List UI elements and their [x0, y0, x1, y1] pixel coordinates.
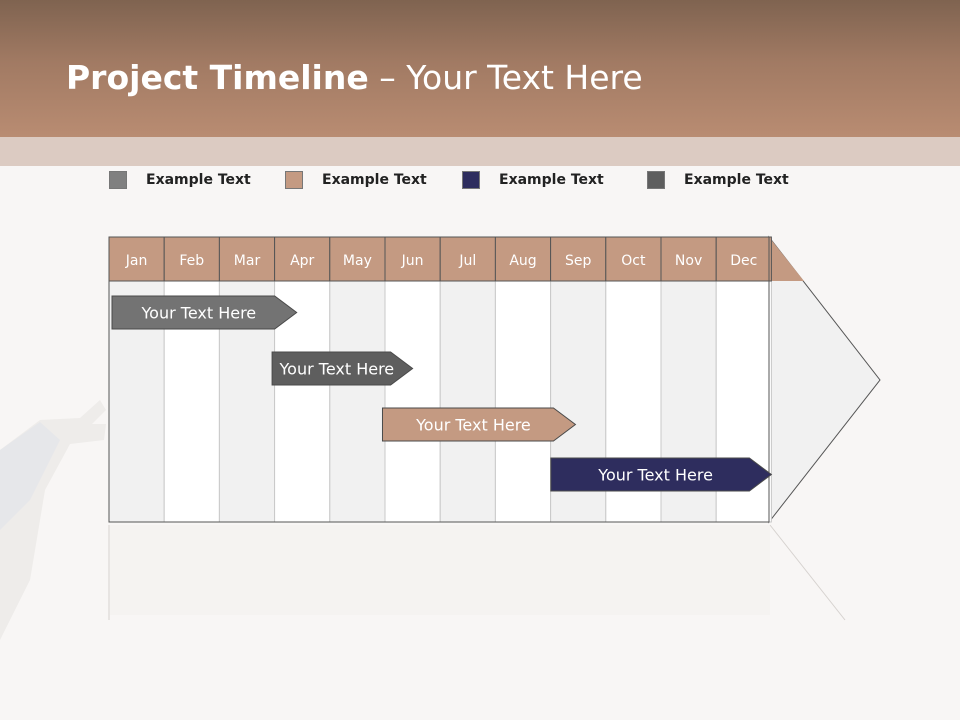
month-label-jul: Jul	[458, 253, 476, 269]
person-hand-illustration	[0, 400, 106, 640]
month-label-dec: Dec	[730, 253, 757, 269]
month-column-aug	[494, 280, 552, 523]
legend-label-2: Example Text	[322, 172, 427, 188]
month-header-cell-nov	[660, 236, 717, 282]
month-label-aug: Aug	[509, 253, 536, 269]
month-column-jun	[384, 280, 441, 523]
legend-label-4: Example Text	[684, 172, 789, 188]
timeline-arrow-head-band	[769, 237, 804, 281]
legend-swatch-1	[109, 171, 127, 189]
month-label-nov: Nov	[675, 253, 702, 269]
month-label-jun: Jun	[401, 253, 424, 269]
month-label-feb: Feb	[179, 253, 204, 269]
task-arrow-2	[271, 351, 414, 386]
task-label-2: Your Text Here	[279, 360, 395, 379]
title-bold: Project Timeline	[66, 58, 369, 97]
month-label-oct: Oct	[621, 253, 646, 269]
month-column-may	[329, 280, 386, 523]
month-header-cell-dec	[715, 236, 772, 282]
task-bar-3: Your Text Here	[381, 407, 577, 442]
month-label-mar: Mar	[234, 253, 261, 269]
month-label-may: May	[343, 253, 372, 269]
timeline-frame	[108, 236, 770, 523]
task-arrow-4	[550, 457, 773, 492]
month-header-cell-sep	[550, 236, 607, 282]
month-header-cell-jul	[439, 236, 496, 282]
task-label-1: Your Text Here	[141, 304, 257, 323]
task-bar-4: Your Text Here	[550, 457, 773, 492]
legend-swatch-2	[285, 171, 303, 189]
task-bar-1: Your Text Here	[111, 295, 298, 330]
month-label-jan: Jan	[125, 253, 148, 269]
month-header-cell-oct	[605, 236, 662, 282]
legend-label-3: Example Text	[499, 172, 604, 188]
month-header-cell-mar	[218, 236, 276, 282]
title-regular: – Your Text Here	[368, 58, 643, 97]
task-arrow-3	[381, 407, 577, 442]
month-header-cell-aug	[494, 236, 552, 282]
title-banner	[0, 0, 960, 137]
legend-swatch-3	[462, 171, 480, 189]
timeline-reflection	[108, 524, 846, 621]
task-label-4: Your Text Here	[597, 466, 713, 485]
legend-label-1: Example Text	[146, 172, 251, 188]
task-label-3: Your Text Here	[415, 416, 531, 435]
month-label-sep: Sep	[565, 253, 592, 269]
task-bar-2: Your Text Here	[271, 351, 414, 386]
slide-title: Project Timeline – Your Text Here	[66, 58, 643, 97]
month-header-cell-jun	[384, 236, 441, 282]
title-band	[0, 137, 960, 166]
month-label-apr: Apr	[290, 253, 314, 269]
task-arrow-1	[111, 295, 298, 330]
month-header: Jan Feb Mar Apr May Jun Jul Aug Sep Oct Nov Dec	[108, 236, 772, 282]
legend-swatch-4	[647, 171, 665, 189]
month-column-jul	[439, 280, 496, 523]
month-header-cell-jan	[108, 236, 165, 282]
